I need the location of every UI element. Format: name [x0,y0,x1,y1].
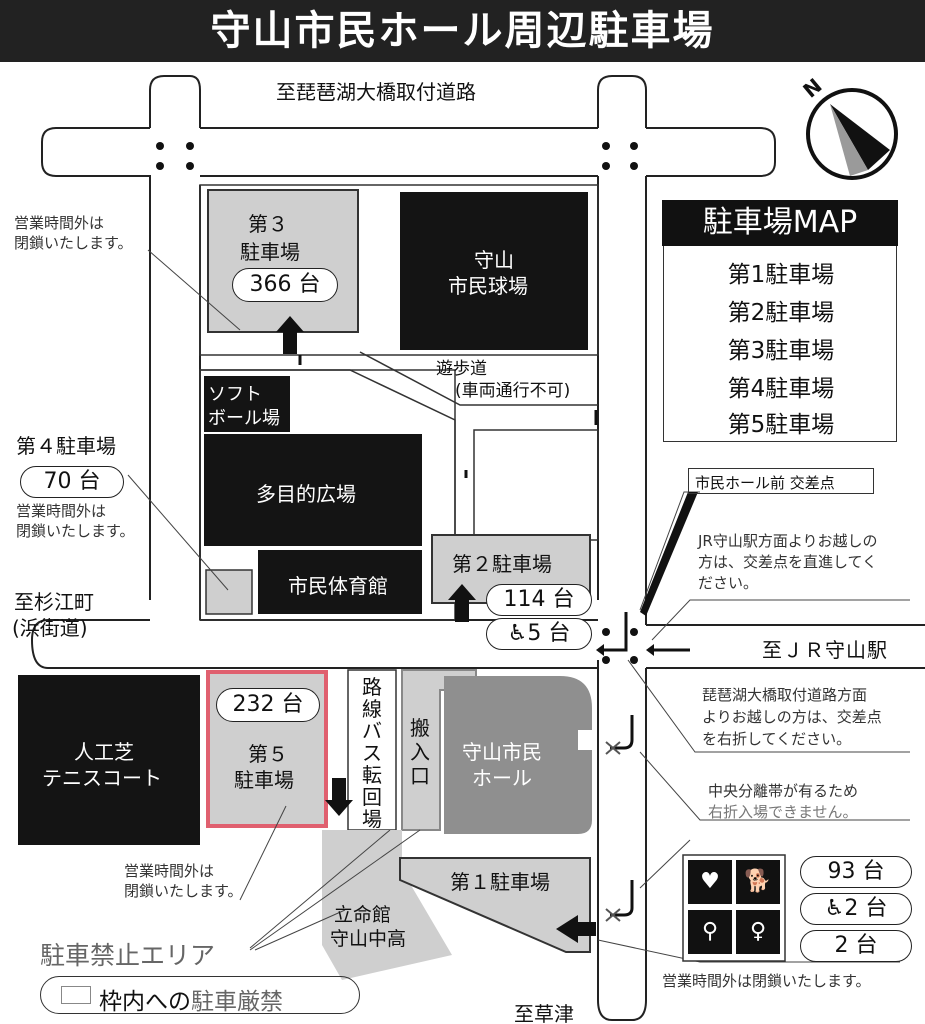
stadium-label-2: 市民球場 [448,274,528,298]
pregnant-woman-icon: ♀ [734,908,782,956]
legend-item-3: 第3駐車場 [727,338,835,364]
gym-label: 市民体育館 [288,574,388,598]
jr-note-2: 方は、交差点を直進してく [698,553,878,571]
school-label-2: 守山中高 [330,928,407,950]
stadium-label-1: 守山 [474,248,514,272]
legend-title: 駐車場MAP [662,200,898,246]
school-label-1: 立命館 [334,904,392,926]
parking-lot-1 [399,857,591,953]
multipurpose-plaza [204,434,422,546]
p2-count-badge: 114 台 [486,584,592,616]
p5-label-2: 駐車場 [234,768,294,792]
p4-label: 第４駐車場 [16,434,116,458]
p3-note-1: 営業時間外は [14,214,105,232]
frame-swatch [61,986,91,1004]
legend-item-1: 第1駐車場 [727,262,835,288]
loading-dock-label: 搬入口 [410,716,430,788]
p1-label: 第１駐車場 [450,870,550,894]
softball-field [204,376,290,432]
road-label-west-sub: (浜街道) [12,616,88,640]
p2-accessible-badge: ♿5 台 [486,618,592,650]
stadium-block [400,192,588,350]
tennis-label-1: 人工芝 [74,740,134,764]
p4-note-1: 営業時間外は [16,502,107,520]
p1-accessible-badge: ♿2 台 [800,893,912,925]
hall-label-1: 守山市民 [462,740,542,764]
parking-lot-4 [205,569,253,615]
no-parking-suffix: 駐車厳禁 [191,989,283,1015]
page-title: 守山市民ホール周辺駐車場 [0,0,925,62]
p3-count-badge: 366 台 [232,268,338,302]
p5-count-badge: 232 台 [216,688,320,722]
civic-hall [444,676,592,834]
tennis-court [18,675,200,845]
wheelchair-icon: ♿ [507,621,528,646]
bus-turnaround-label: 路線バス転回場 [362,675,382,831]
legend-item-5: 第5駐車場 [727,412,835,438]
p5-label-1: 第５ [248,742,288,766]
p5-note-1: 営業時間外は [124,862,215,880]
jr-note-1: JR守山駅方面よりお越しの [698,532,878,550]
p1-other-badge: 2 台 [800,930,912,962]
p3-label-2: 駐車場 [240,240,300,264]
guide-dog-icon: 🐕 [734,858,782,906]
softball-label-1: ソフト [208,384,262,405]
no-parking-prefix: 枠内への [99,989,191,1015]
legend-box: 第1駐車場 第2駐車場 第3駐車場 第4駐車場 第5駐車場 [663,200,897,442]
p1-count-badge: 93 台 [800,856,912,888]
gymnasium [258,550,422,614]
accessible-heart-icon: ♥ [686,858,734,906]
median-note-1: 中央分離帯が有るため [708,782,859,800]
intersection-callout: 市民ホール前 交差点 [688,468,874,494]
biwako-note-3: を右折してください。 [702,730,852,748]
plaza-label: 多目的広場 [256,482,356,506]
compass [806,88,898,180]
hall-label-2: ホール [472,766,532,790]
p4-count-badge: 70 台 [20,466,124,498]
road-label-south: 至草津 [514,1002,574,1024]
p3-label-1: 第３ [248,212,288,236]
softball-label-2: ボール場 [208,408,280,429]
footpath-label: 遊歩道 [436,359,487,379]
p5-note-2: 閉鎖いたします。 [124,882,243,900]
p2-label: 第２駐車場 [452,552,552,576]
no-parking-badge: 枠内への 駐車厳禁 [40,976,360,1015]
no-parking-title: 駐車禁止エリア [40,941,216,970]
legend-item-4: 第4駐車場 [727,376,835,402]
tennis-label-2: テニスコート [42,766,162,790]
road-label-west: 至杉江町 [14,590,94,614]
legend-item-2: 第2駐車場 [727,300,835,326]
jr-note-3: ださい。 [698,574,759,592]
parking-lot-3 [207,189,359,333]
p1-note: 営業時間外は閉鎖いたします。 [662,972,871,990]
p3-note-2: 閉鎖いたします。 [14,234,133,252]
biwako-note-1: 琵琶湖大橋取付道路方面 [702,686,868,704]
p4-note-2: 閉鎖いたします。 [16,522,135,540]
road-label-east: 至ＪＲ守山駅 [762,638,888,662]
road-label-north: 至琵琶湖大橋取付道路 [276,80,476,104]
median-note-2: 右折入場できません。 [708,803,858,821]
biwako-note-2: よりお越しの方は、交差点 [702,708,882,726]
school-area [322,830,452,980]
footpath-note: (車両通行不可) [455,381,571,401]
wheelchair-icon: ♿ [824,896,845,921]
elderly-cane-icon: ⚲ [686,908,734,956]
